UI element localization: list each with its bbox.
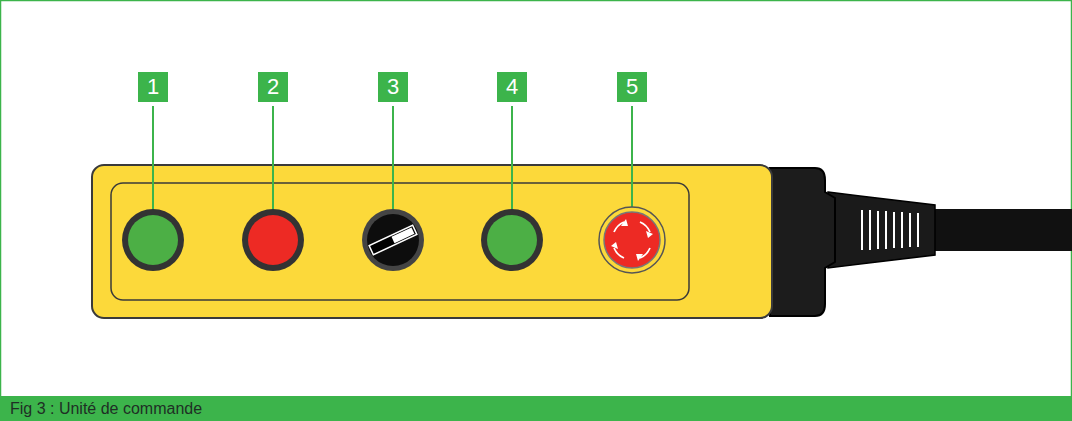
twist-release-arrowheads [611,219,653,261]
twist-release-arrows [614,222,650,258]
callout-number: 4 [497,72,527,102]
callout-number: 5 [617,72,647,102]
emergency-stop-button [604,212,660,268]
figure-caption: Fig 3 : Unité de commande [10,398,202,420]
stop-button [248,215,298,265]
pendant-housing [92,165,772,318]
stop-button-ring [242,209,304,271]
selector-ring [362,209,424,271]
caption-bar [0,396,1072,421]
selector-switch [367,214,419,266]
callout-number: 3 [378,72,408,102]
callout-number: 1 [138,72,168,102]
start-button-ring [122,209,184,271]
callout-number: 2 [258,72,288,102]
connector-housing [770,168,835,316]
cable [930,209,1072,251]
leader-lines [153,106,632,213]
start-button [128,215,178,265]
green-button [487,215,537,265]
gland-ribs [862,210,918,250]
selector-handle [369,225,417,254]
emergency-stop-collar [599,207,665,273]
button-ring [481,209,543,271]
cable-gland [828,192,935,268]
button-panel [111,183,689,300]
